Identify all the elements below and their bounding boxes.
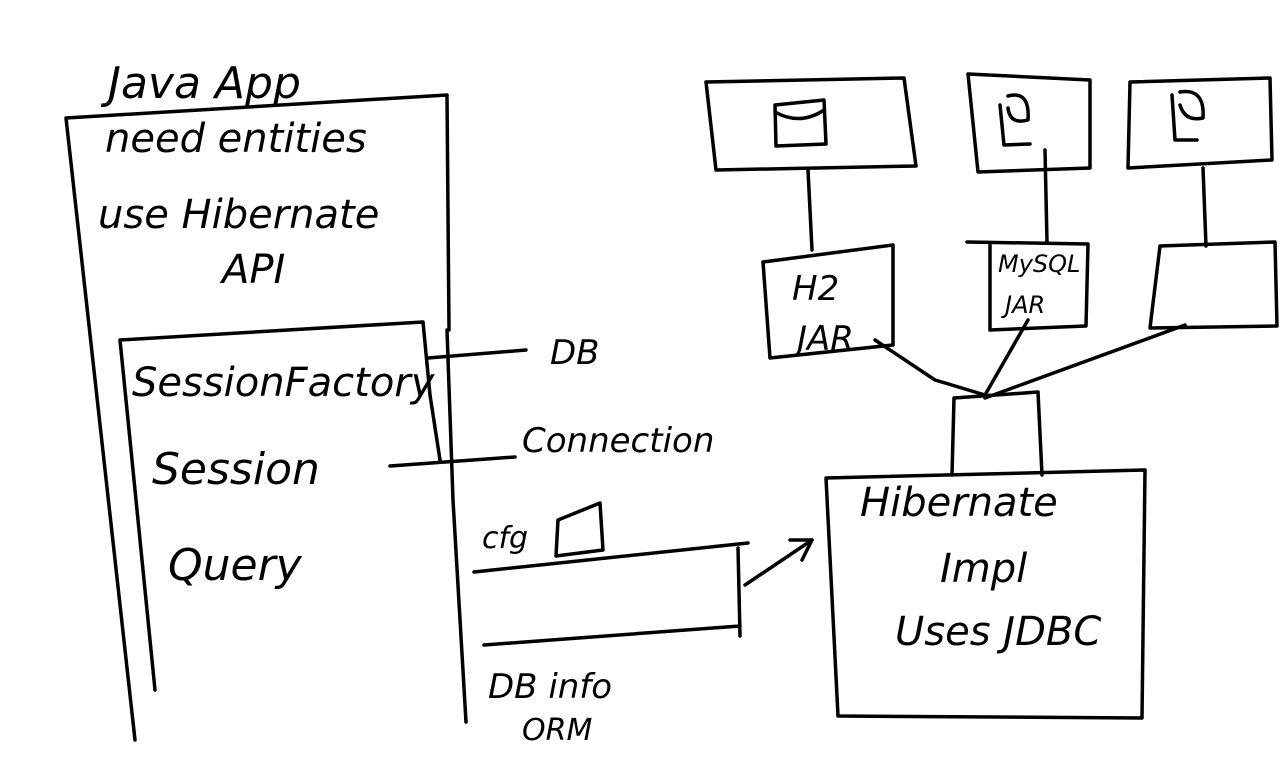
session-factory-label: SessionFactory [132, 360, 436, 406]
cfg-label: cfg [482, 521, 528, 556]
query-label: Query [168, 540, 303, 591]
jdbc-connector-box [950, 390, 1044, 477]
cfg-file-box [472, 541, 750, 647]
cfg-file-icon [554, 501, 605, 558]
mysql-driver-link [983, 318, 1030, 397]
database-1-link [806, 168, 814, 252]
hibernate-impl-line2: Impl [940, 546, 1027, 592]
third-jar-box [1148, 240, 1279, 330]
mysql-jar-line2: JAR [1001, 291, 1045, 319]
database-box-1 [704, 76, 918, 172]
hibernate-impl-box [824, 468, 1147, 720]
database-icon [998, 93, 1032, 147]
database-box-3 [1126, 76, 1274, 170]
java-app-title: Java App [100, 58, 301, 109]
mysql-jar-line1: MySQL [998, 250, 1080, 278]
session-to-connection-line [388, 455, 517, 468]
third-driver-link [983, 323, 1187, 400]
api-inner-box [118, 320, 442, 692]
h2-jar-box [761, 243, 895, 360]
app-line-use-hibernate: use Hibernate [98, 192, 379, 238]
session-label: Session [152, 444, 320, 495]
app-line-api: API [219, 247, 285, 293]
connection-label: Connection [522, 421, 714, 461]
session-factory-to-db-line [426, 348, 528, 360]
hibernate-impl-line1: Hibernate [860, 480, 1058, 526]
h2-jar-line1: H2 [792, 269, 839, 309]
app-line-need-entities: need entities [105, 116, 367, 162]
database-icon [1170, 89, 1205, 142]
java-app-box [64, 93, 468, 742]
database-3-link [1201, 166, 1208, 248]
db-label: DB [550, 333, 600, 373]
orm-label: ORM [522, 713, 592, 748]
database-icon [773, 98, 828, 148]
hibernate-impl-line3: Uses JDBC [895, 609, 1101, 655]
database-box-2 [966, 72, 1092, 174]
db-info-label: DB info [488, 667, 612, 707]
database-2-link [1043, 148, 1049, 244]
cfg-to-hibernate-arrow [743, 538, 814, 587]
h2-jar-line2: JAR [791, 319, 854, 359]
arrow-head [788, 538, 814, 562]
h2-driver-link [873, 338, 987, 397]
